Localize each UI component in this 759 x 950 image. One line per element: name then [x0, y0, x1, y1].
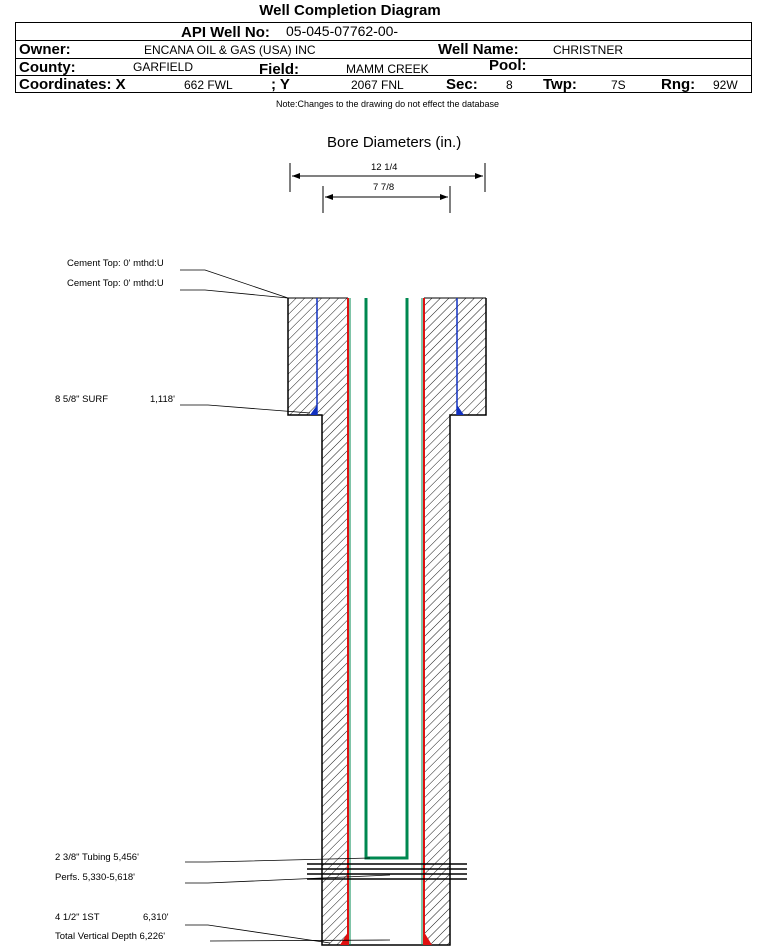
- bore-dimensions: [289, 163, 486, 213]
- county-label: County:: [19, 59, 76, 76]
- sec-label: Sec:: [446, 76, 478, 93]
- cement-top-label-2: Cement Top: 0' mthd:U: [67, 278, 164, 289]
- rng-label: Rng:: [661, 76, 696, 93]
- well-name-label: Well Name:: [438, 41, 519, 58]
- api-label: API Well No:: [181, 24, 270, 41]
- bore-diameters-title: Bore Diameters (in.): [327, 134, 462, 151]
- page-title: Well Completion Diagram: [259, 2, 441, 19]
- owner-row: Owner: ENCANA OIL & GAS (USA) INC Well N…: [16, 40, 751, 58]
- tubing-label: 2 3/8" Tubing 5,456': [55, 852, 139, 863]
- surface-casing: [316, 298, 458, 415]
- pool-label: Pool:: [489, 57, 527, 74]
- cement: [288, 298, 486, 945]
- api-value: 05-045-07762-00-: [286, 23, 399, 39]
- perforations: [307, 863, 467, 880]
- cement-top-label-1: Cement Top: 0' mthd:U: [67, 258, 164, 269]
- production-casing: [347, 298, 425, 945]
- total-depth-label: Total Vertical Depth 6,226': [55, 931, 166, 942]
- surface-casing-label: 8 5/8" SURF: [55, 394, 109, 405]
- county-row: County: GARFIELD Field: MAMM CREEK Pool:: [16, 57, 751, 78]
- production-casing-depth: 6,310': [143, 912, 169, 923]
- twp-value: 7S: [611, 78, 626, 92]
- y-value: 2067 FNL: [351, 78, 404, 92]
- inner-bore-label: 7 7/8: [373, 182, 395, 193]
- hole-outline: [287, 298, 487, 946]
- production-casing-label: 4 1/2" 1ST: [55, 912, 100, 923]
- note: Note:Changes to the drawing do not effec…: [276, 99, 499, 109]
- sec-value: 8: [506, 78, 513, 92]
- production-casing-shoe: [340, 932, 432, 945]
- twp-label: Twp:: [543, 76, 577, 93]
- well-name-value: CHRISTNER: [553, 43, 624, 57]
- well-header-table: API Well No: 05-045-07762-00- Owner: ENC…: [15, 22, 752, 93]
- tubing: [364, 298, 409, 860]
- leader-lines: [180, 269, 391, 944]
- coordinates-row: Coordinates: X 662 FWL ; Y 2067 FNL Sec:…: [16, 75, 751, 93]
- owner-value: ENCANA OIL & GAS (USA) INC: [144, 43, 316, 57]
- perfs-label: Perfs. 5,330-5,618': [55, 872, 135, 883]
- outer-bore-label: 12 1/4: [371, 162, 398, 173]
- y-label: ; Y: [271, 76, 290, 93]
- owner-label: Owner:: [19, 41, 71, 58]
- field-value: MAMM CREEK: [346, 62, 429, 76]
- county-value: GARFIELD: [133, 60, 194, 74]
- field-label: Field:: [259, 61, 299, 78]
- x-value: 662 FWL: [184, 78, 233, 92]
- x-label: Coordinates: X: [19, 76, 126, 93]
- rng-value: 92W: [713, 78, 738, 92]
- surface-casing-depth: 1,118': [150, 394, 175, 405]
